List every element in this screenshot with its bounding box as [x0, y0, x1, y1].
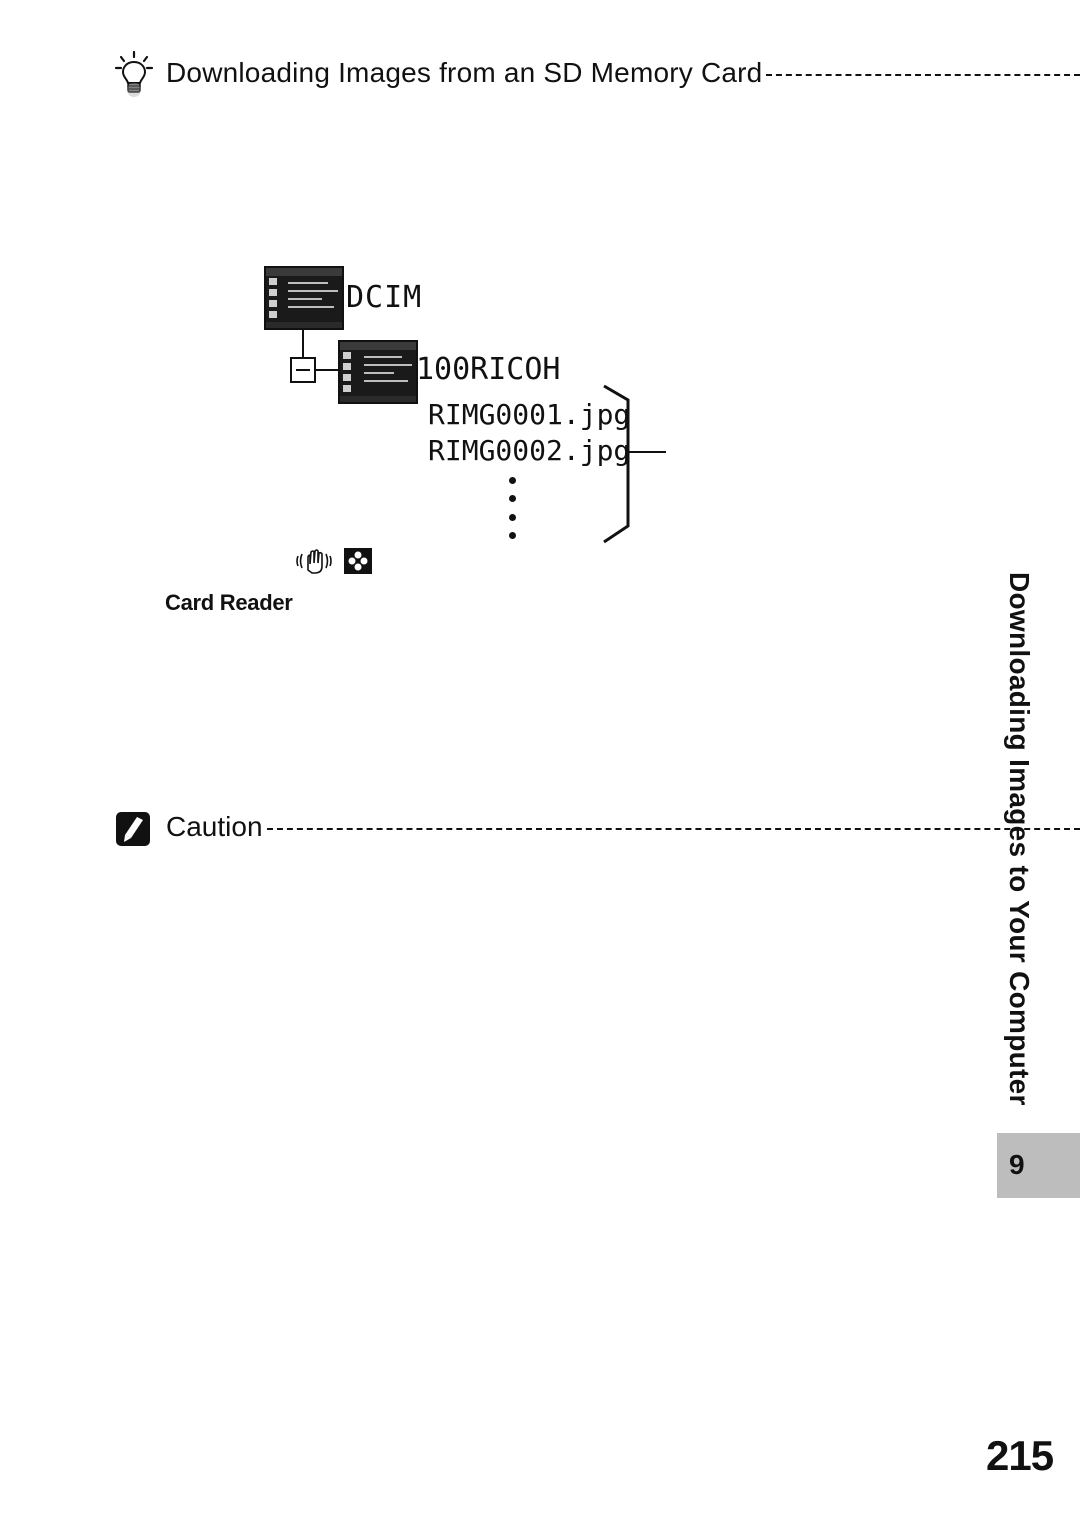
- files-bracket: [600, 382, 670, 546]
- mode-icons: [296, 546, 376, 576]
- file-name-1: RIMG0001.jpg: [428, 398, 631, 431]
- dcim-folder-label: DCIM: [346, 280, 423, 315]
- file-name-2: RIMG0002.jpg: [428, 434, 631, 467]
- heading-divider: [766, 74, 1080, 76]
- lightbulb-icon: [114, 50, 154, 98]
- note-heading-row: Downloading Images from an SD Memory Car…: [166, 56, 1080, 90]
- note-heading: Downloading Images from an SD Memory Car…: [166, 57, 763, 88]
- chapter-number: 9: [1009, 1149, 1025, 1180]
- chapter-title-vertical: Downloading Images to Your Computer: [1004, 572, 1035, 1106]
- caution-heading: Caution: [166, 811, 263, 842]
- camera-shake-icon: [296, 549, 332, 574]
- card-reader-label: Card Reader: [165, 590, 293, 615]
- continuation-dot: [509, 495, 516, 502]
- tree-branch-line: [316, 369, 338, 371]
- ricoh-folder-label: 100RICOH: [416, 352, 561, 387]
- collapse-icon: [290, 357, 316, 383]
- caution-heading-row: Caution: [166, 810, 1080, 844]
- continuation-dot: [509, 532, 516, 539]
- tree-vertical-line: [302, 330, 304, 358]
- macro-flower-icon: [344, 548, 372, 574]
- page-number: 215: [986, 1432, 1054, 1479]
- dcim-folder-thumbnail: [264, 266, 344, 330]
- ricoh-folder-thumbnail: [338, 340, 418, 404]
- continuation-dot: [509, 514, 516, 521]
- caution-divider: [266, 828, 1080, 830]
- continuation-dot: [509, 477, 516, 484]
- caution-pencil-icon: [116, 812, 150, 846]
- chapter-tab: 9: [997, 1133, 1080, 1198]
